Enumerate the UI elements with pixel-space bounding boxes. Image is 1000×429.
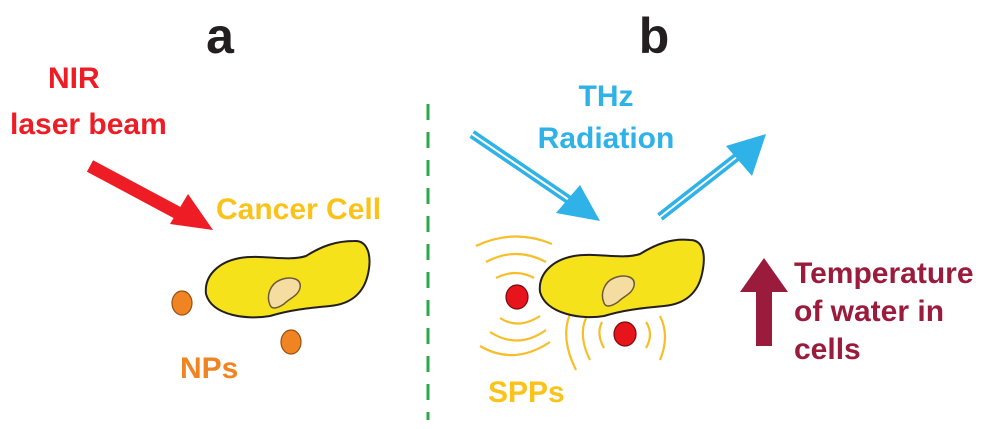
panel-a-letter: a bbox=[206, 8, 235, 64]
spp-waves-left bbox=[475, 235, 553, 357]
thz-incoming-arrow bbox=[469, 130, 600, 221]
spps-label: SPPs bbox=[488, 376, 565, 409]
thz-label-line1: THz bbox=[579, 80, 634, 113]
cancer-cell-a bbox=[204, 239, 371, 319]
nanoparticle bbox=[280, 329, 302, 355]
nanoparticle bbox=[171, 290, 193, 316]
nanoparticle bbox=[505, 284, 529, 310]
nucleus-b bbox=[601, 275, 635, 307]
temperature-label-line3: cells bbox=[794, 333, 861, 366]
laser-label-line1: NIR bbox=[48, 62, 100, 95]
temperature-label-line2: of water in bbox=[794, 295, 944, 328]
temperature-up-arrow bbox=[740, 258, 788, 346]
cancer-cell-b bbox=[538, 238, 705, 319]
nps-label: NPs bbox=[180, 352, 238, 385]
nucleus-a bbox=[267, 277, 301, 309]
thz-outgoing-arrow bbox=[657, 134, 766, 221]
laser-label-line2: laser beam bbox=[10, 108, 167, 141]
thz-label-line2: Radiation bbox=[538, 122, 675, 155]
nanoparticle bbox=[613, 321, 637, 347]
temperature-label-line1: Temperature bbox=[794, 257, 974, 290]
panel-b-letter: b bbox=[639, 8, 670, 64]
cancer-cell-label: Cancer Cell bbox=[216, 193, 381, 226]
spp-waves-right bbox=[565, 313, 667, 371]
laser-arrow bbox=[86, 160, 213, 230]
